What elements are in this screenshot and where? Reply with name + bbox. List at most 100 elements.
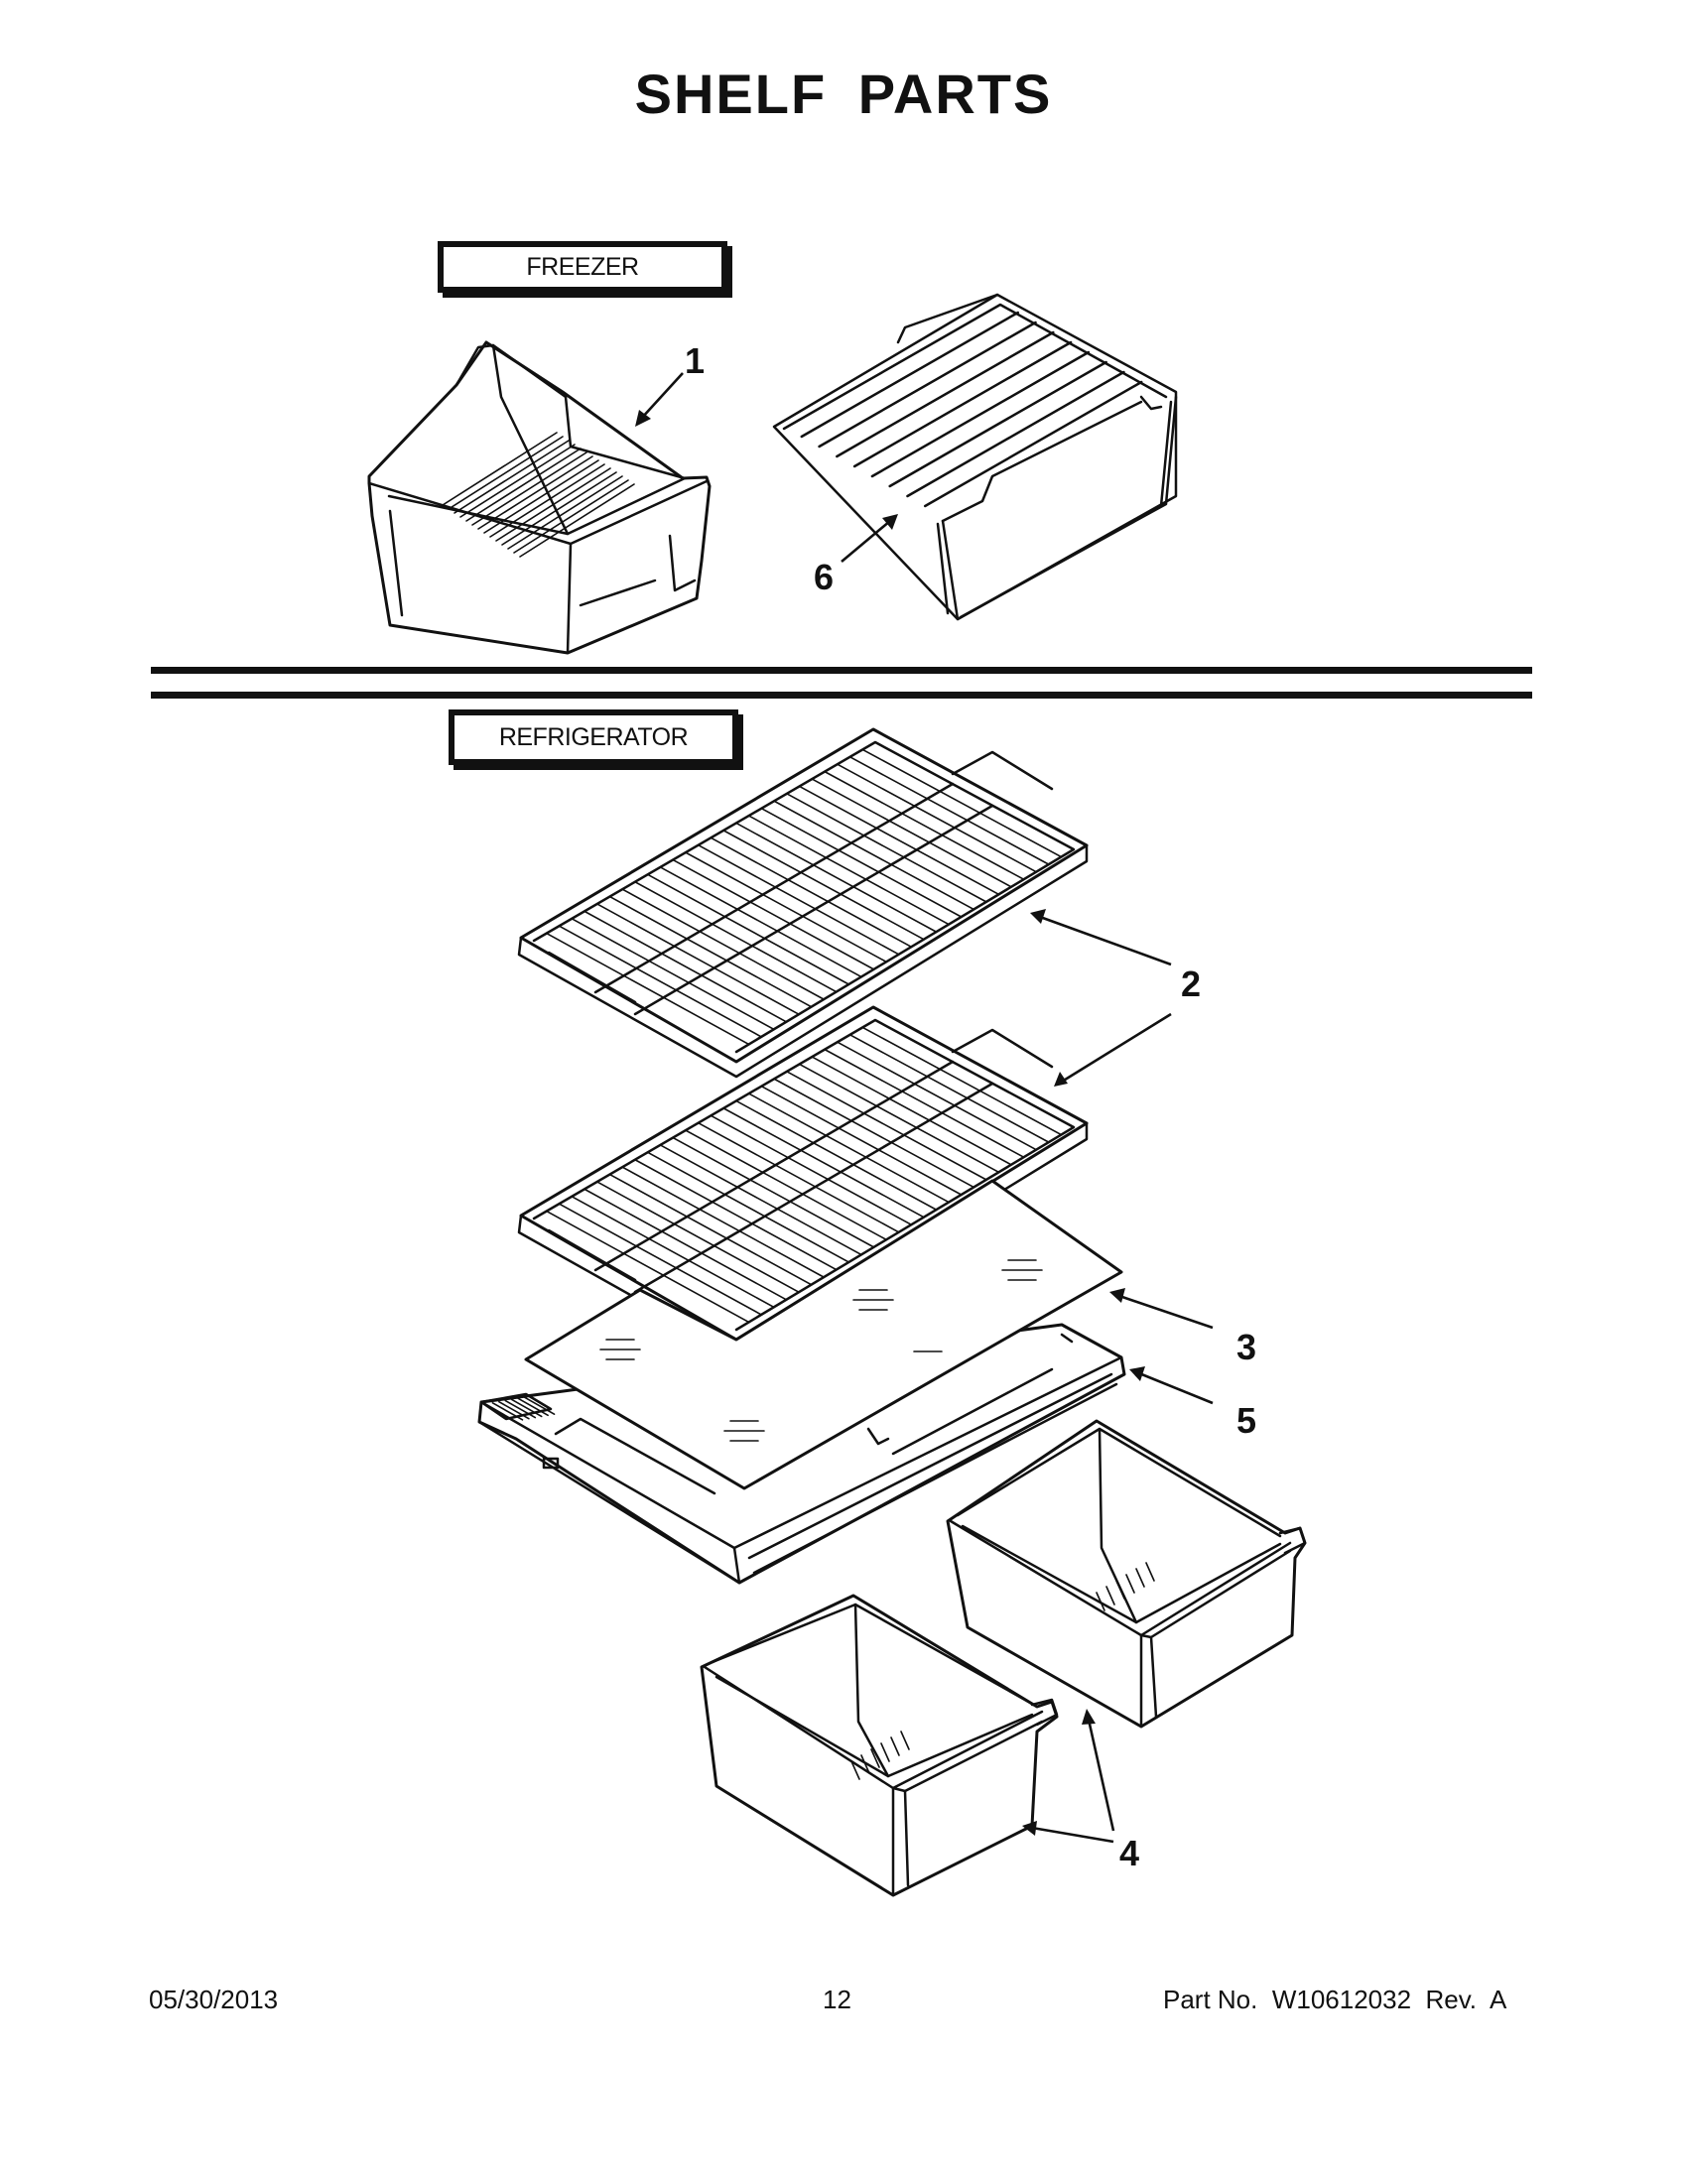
leader-arrows <box>635 372 1214 1844</box>
arrow-part-2-upper <box>1039 915 1172 966</box>
arrow-part-2-lower <box>1061 1012 1172 1084</box>
basket-rib <box>448 436 564 510</box>
basket-rib <box>495 467 611 542</box>
shelf-wire <box>558 1203 762 1316</box>
drawer-rib <box>890 1736 900 1756</box>
callout-3: 3 <box>1235 1327 1257 1367</box>
arrow-part-4-back <box>1087 1719 1115 1832</box>
grille-slot <box>491 1402 524 1421</box>
shelf-wire <box>800 311 1020 439</box>
callout-4: 4 <box>1118 1833 1140 1873</box>
freezer-section-label: FREEZER <box>438 241 727 293</box>
shelf-wire <box>760 807 963 918</box>
drawer-rib <box>860 1754 870 1774</box>
shelf-wire <box>595 903 800 1016</box>
callout-2: 2 <box>1180 964 1202 1004</box>
basket-rib <box>513 479 629 554</box>
shelf-brace <box>633 1082 994 1294</box>
refrigerator-section-label: REFRIGERATOR <box>449 709 738 765</box>
shelf-wire <box>634 1158 838 1271</box>
arrowhead-part-3 <box>1109 1288 1125 1303</box>
shelf-wire <box>811 1056 1012 1166</box>
drawer-rib <box>1125 1574 1135 1594</box>
shelf-wire <box>697 1121 900 1233</box>
grille-slot <box>523 1396 556 1415</box>
shelf-wire <box>861 1026 1063 1136</box>
callout-1: 1 <box>684 340 706 381</box>
shelf-wire <box>646 873 850 985</box>
arrowhead-part-4-front <box>1022 1821 1037 1836</box>
shelf-wire <box>608 1173 813 1286</box>
shelf-wire <box>584 1188 788 1301</box>
shelf-brace <box>633 804 994 1016</box>
drawer-rib <box>870 1748 880 1768</box>
footer-date: 05/30/2013 <box>149 1985 279 2014</box>
grille-slot <box>504 1399 537 1419</box>
shelf-wire <box>646 1151 850 1263</box>
arrow-part-6-shelf <box>841 520 891 563</box>
freezer-basket-part-1 <box>367 340 712 655</box>
basket-rib <box>519 483 635 558</box>
shelf-wire <box>870 350 1091 478</box>
shelf-wire <box>836 763 1038 873</box>
drawer-rib <box>1096 1592 1105 1611</box>
shelf-wire <box>861 748 1063 858</box>
footer-page-number: 12 <box>823 1985 851 2014</box>
shelf-wire <box>659 866 862 978</box>
basket-rib <box>442 432 558 506</box>
drawer-rib <box>1145 1562 1155 1582</box>
shelf-wire <box>584 910 788 1023</box>
shelf-wire <box>595 1181 800 1294</box>
shelf-wire <box>888 360 1107 488</box>
arrowhead-part-4-back <box>1082 1709 1096 1725</box>
shelf-brace <box>593 782 955 994</box>
shelf-wire <box>722 1107 925 1219</box>
grille-slot <box>498 1400 530 1420</box>
shelf-wire <box>786 793 987 903</box>
glass-crisper-cover-part-3 <box>524 1179 1123 1490</box>
shelf-wire <box>571 917 775 1031</box>
shelf-wire <box>571 1195 775 1309</box>
basket-rib <box>477 455 593 530</box>
shelf-wire <box>608 895 813 1008</box>
shelf-wire <box>747 815 950 926</box>
arrowhead-part-2-lower <box>1054 1072 1068 1087</box>
grille-slot <box>517 1397 549 1417</box>
drawer-rib <box>900 1731 910 1750</box>
shelf-wire <box>818 321 1037 449</box>
drawer-rib <box>1135 1568 1145 1588</box>
arrowhead-part-5 <box>1129 1366 1145 1381</box>
basket-rib <box>454 440 570 514</box>
drawer-rib <box>880 1742 890 1762</box>
shelf-wire <box>685 1129 887 1241</box>
shelf-wire <box>659 1144 862 1256</box>
arrow-part-5-frame <box>1138 1371 1214 1405</box>
shelf-wire <box>836 1041 1038 1151</box>
shelf-wire <box>773 800 975 911</box>
shelf-wire <box>852 340 1073 468</box>
shelf-wire <box>710 836 913 949</box>
arrowhead-part-6 <box>882 514 898 530</box>
shelf-wire <box>672 1136 875 1248</box>
shelf-brace <box>593 1060 955 1272</box>
arrowhead-part-2-upper <box>1030 909 1046 924</box>
crisper-drawer-back-part-4 <box>946 1419 1307 1729</box>
shelf-wire <box>545 1210 750 1324</box>
shelf-wire <box>735 1099 938 1211</box>
arrow-part-1-basket <box>640 372 684 420</box>
freezer-wire-shelf-part-6 <box>772 293 1178 621</box>
grille-slot <box>510 1398 543 1418</box>
basket-rib <box>489 463 605 538</box>
basket-rib <box>459 444 576 518</box>
shelf-wire <box>735 822 938 933</box>
shelf-wire <box>685 851 887 964</box>
basket-rib <box>483 459 599 534</box>
shelf-wire <box>697 843 900 956</box>
shelf-wire <box>811 778 1012 888</box>
shelf-wire <box>798 785 1000 896</box>
basket-rib <box>501 471 617 546</box>
shelf-wire <box>747 1092 950 1204</box>
refrigerator-wire-shelf-upper-part-2 <box>517 727 1089 1079</box>
